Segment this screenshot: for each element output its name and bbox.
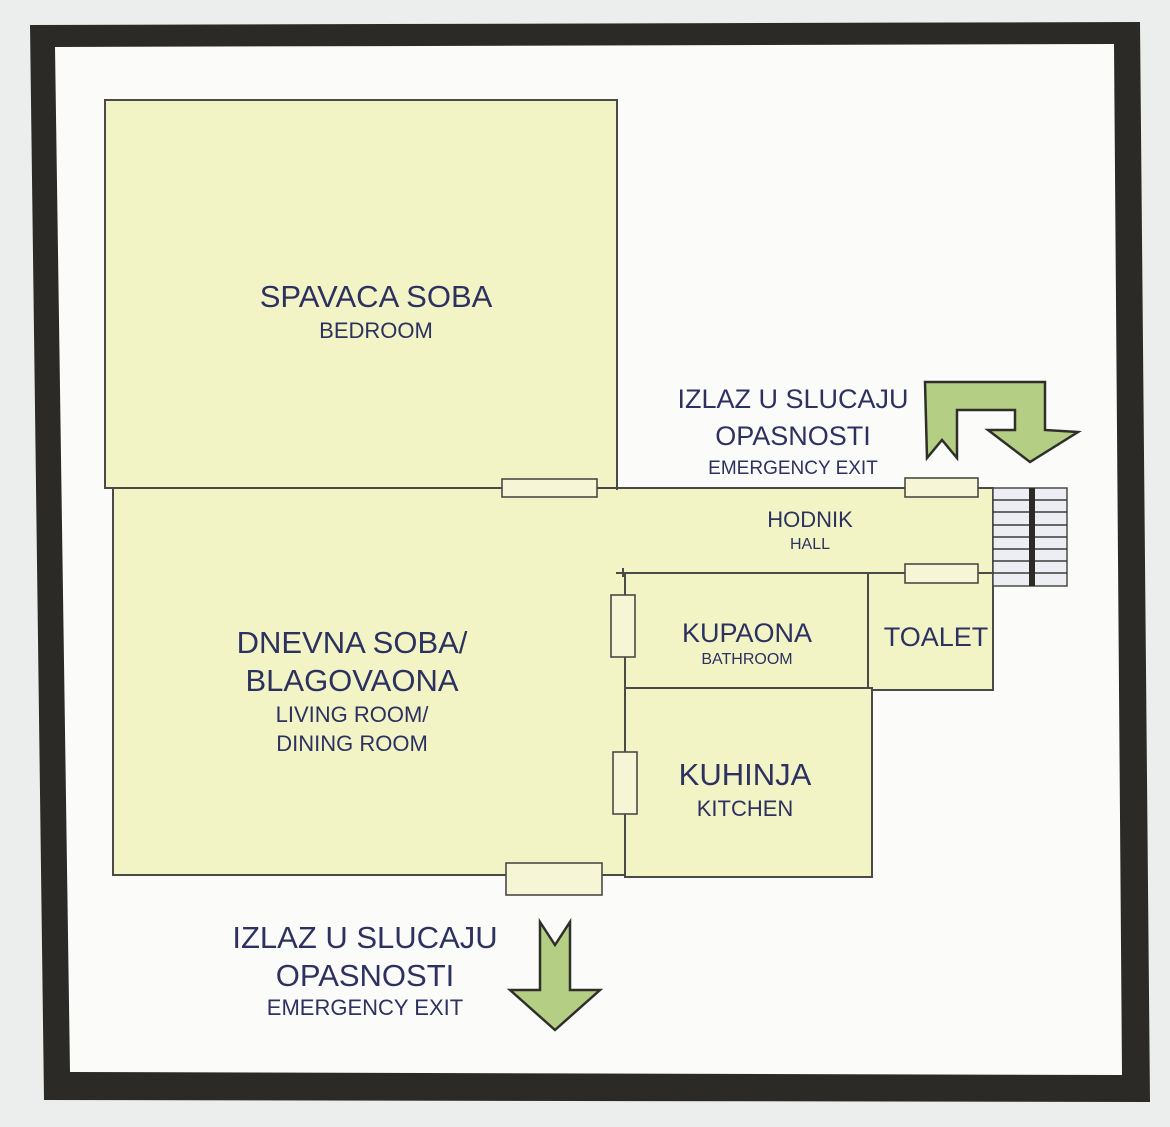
- door-bottom-exit: [505, 862, 603, 896]
- hall-label: HODNIK: [767, 507, 853, 532]
- living-label-en-1: LIVING ROOM/: [276, 702, 430, 727]
- room-kitchen: [624, 687, 873, 878]
- bottom-exit-label-2: OPASNOSTI: [276, 958, 455, 993]
- kitchen-label-en: KITCHEN: [697, 796, 794, 821]
- room-toilet: [867, 572, 994, 691]
- bathroom-label: KUPAONA: [682, 618, 812, 648]
- door-toilet: [904, 563, 979, 584]
- door-top-exit: [904, 477, 979, 498]
- exit-arrow-top-icon: [923, 380, 1082, 464]
- kitchen-label: KUHINJA: [679, 757, 812, 792]
- top-exit-label-1: IZLAZ U SLUCAJU: [677, 384, 908, 414]
- door-bedroom: [501, 478, 598, 498]
- bathroom-label-en: BATHROOM: [701, 651, 792, 668]
- living-label-1: DNEVNA SOBA/: [237, 625, 468, 660]
- bedroom-label: SPAVACA SOBA: [260, 279, 493, 314]
- exit-arrow-bottom-icon: [506, 917, 604, 1032]
- bedroom-label-en: BEDROOM: [319, 318, 433, 343]
- top-exit-label-2: OPASNOSTI: [715, 421, 871, 451]
- stairs: [992, 487, 1068, 587]
- living-label-en-2: DINING ROOM: [276, 731, 428, 756]
- living-label-2: BLAGOVAONA: [245, 663, 458, 698]
- bottom-exit-label-1: IZLAZ U SLUCAJU: [232, 920, 497, 955]
- door-bathroom: [610, 594, 636, 658]
- top-exit-label-en: EMERGENCY EXIT: [708, 458, 878, 479]
- bottom-exit-label-en: EMERGENCY EXIT: [267, 995, 463, 1020]
- room-bedroom: [104, 99, 618, 489]
- living-hall-opening: [115, 490, 623, 572]
- hall-label-en: HALL: [790, 536, 830, 553]
- toilet-label: TOALET: [884, 622, 989, 652]
- door-kitchen: [612, 751, 638, 815]
